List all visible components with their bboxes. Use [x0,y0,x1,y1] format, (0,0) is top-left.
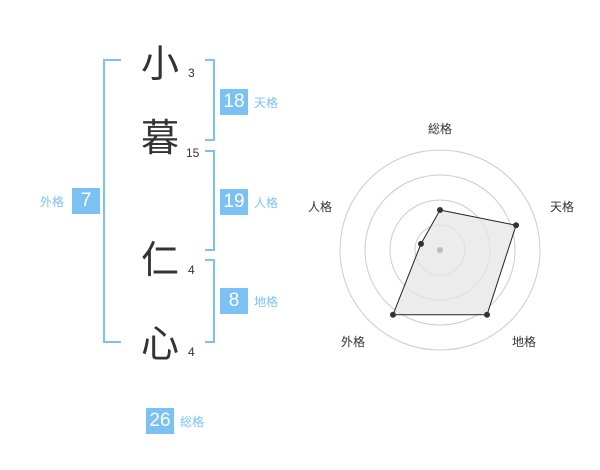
soukaku-value-badge: 26 [146,408,174,434]
chikaku-value-badge: 8 [220,288,248,314]
radar-point-2 [513,222,520,229]
name-char-3: 仁 [141,238,180,282]
radar-point-4 [389,311,396,318]
radar-label-tenkaku: 天格 [550,200,575,214]
soukaku-label: 総格 [180,415,205,429]
stroke-count-2: 15 [186,146,200,160]
radar-point-5 [417,240,424,247]
jinkaku-label: 人格 [254,196,279,210]
radar-center-dot [437,247,443,253]
name-char-2: 暮 [141,116,180,160]
chikaku-bracket [205,259,215,343]
stroke-count-4: 4 [188,345,195,359]
radar-point-3 [484,311,491,318]
gaikaku-label: 外格 [40,195,65,209]
tenkaku-label: 天格 [254,96,279,110]
radar-label-jinkaku: 人格 [308,200,333,214]
radar-label-soukaku: 総格 [428,122,453,136]
gaikaku-bracket [103,59,121,343]
radar-polygon [392,209,517,316]
radar-label-chikaku: 地格 [512,335,537,349]
jinkaku-value-badge: 19 [220,189,248,215]
stroke-count-1: 3 [188,66,195,80]
radar-ring-4 [339,149,541,351]
tenkaku-value-badge: 18 [220,89,248,115]
radar-ring-3 [364,174,516,326]
chikaku-label: 地格 [254,295,279,309]
tenkaku-bracket [205,59,215,141]
name-char-4: 心 [141,322,180,366]
gaikaku-value-badge: 7 [72,188,100,214]
name-char-1: 小 [141,42,180,86]
stroke-count-3: 4 [188,263,195,277]
radar-label-gaikaku: 外格 [341,335,366,349]
radar-point-1 [437,207,443,213]
jinkaku-bracket [205,150,215,251]
